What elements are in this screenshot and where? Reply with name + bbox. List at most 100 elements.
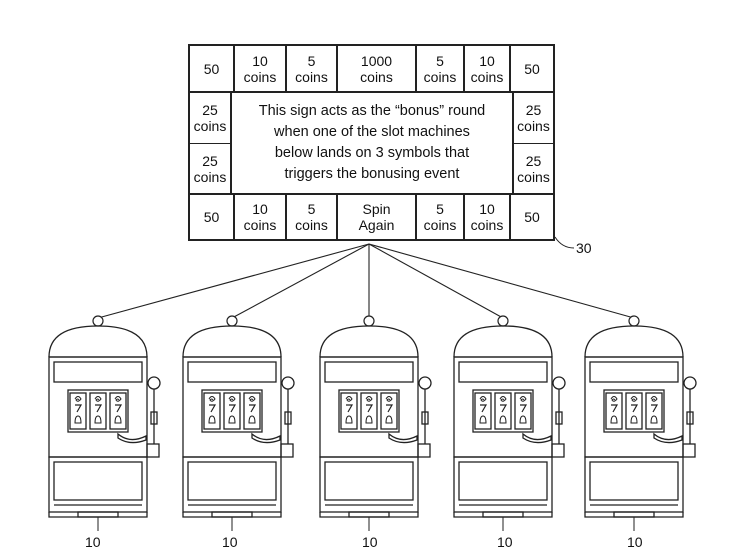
reel xyxy=(89,392,107,430)
coin-tray xyxy=(117,432,147,444)
connection-line xyxy=(368,243,504,319)
reel xyxy=(380,392,398,430)
machine-top-knob xyxy=(226,315,238,327)
machine-side-ledge xyxy=(146,443,160,458)
machine-ref-label-4: 10 xyxy=(497,534,513,550)
lever-knob-icon xyxy=(552,376,566,390)
seven-symbol-icon xyxy=(611,404,619,413)
spiral-symbol-icon xyxy=(519,396,527,402)
sign-cell-bottom-3: 5 coins xyxy=(286,194,337,240)
sign-cell-top-7: 50 xyxy=(510,45,554,92)
machine-plinth xyxy=(584,512,684,518)
bell-symbol-icon xyxy=(94,415,102,424)
reel xyxy=(360,392,378,430)
reel xyxy=(625,392,643,430)
machine-display-window xyxy=(458,361,548,383)
bell-symbol-icon xyxy=(499,415,507,424)
machine-display-window xyxy=(53,361,143,383)
sign-cell-top-1: 50 xyxy=(189,45,234,92)
spiral-symbol-icon xyxy=(94,396,102,402)
machine-side-ledge xyxy=(417,443,431,458)
bonus-message: This sign acts as the “bonus” round when… xyxy=(231,92,513,194)
machine-dome xyxy=(48,325,148,358)
connection-line xyxy=(231,243,370,319)
reel-window xyxy=(201,389,263,433)
spiral-symbol-icon xyxy=(499,396,507,402)
bell-symbol-icon xyxy=(228,415,236,424)
spiral-symbol-icon xyxy=(248,396,256,402)
seven-symbol-icon xyxy=(75,404,83,413)
reel-window xyxy=(67,389,129,433)
spiral-symbol-icon xyxy=(365,396,373,402)
machine-lower-cabinet xyxy=(319,456,419,513)
sign-cell-top-6: 10 coins xyxy=(464,45,510,92)
machine-display-window xyxy=(324,361,414,383)
spiral-symbol-icon xyxy=(630,396,638,402)
bell-symbol-icon xyxy=(479,415,487,424)
bell-symbol-icon xyxy=(610,415,618,424)
machine-dome xyxy=(319,325,419,358)
machine-ref-label-2: 10 xyxy=(222,534,238,550)
reel xyxy=(203,392,221,430)
reel xyxy=(494,392,512,430)
connection-line xyxy=(97,243,370,319)
reel-window xyxy=(603,389,665,433)
reel xyxy=(514,392,532,430)
machine-side-ledge xyxy=(682,443,696,458)
slot-machine xyxy=(319,315,432,531)
reel xyxy=(340,392,358,430)
machine-lower-cabinet xyxy=(584,456,684,513)
connection-line xyxy=(368,243,635,319)
machine-plinth xyxy=(319,512,419,518)
reel-window xyxy=(472,389,534,433)
machine-lower-cabinet xyxy=(453,456,553,513)
seven-symbol-icon xyxy=(500,404,508,413)
machine-ref-label-5: 10 xyxy=(627,534,643,550)
machine-display-window xyxy=(589,361,679,383)
machine-dome xyxy=(182,325,282,358)
machine-foot xyxy=(211,511,253,518)
reel xyxy=(605,392,623,430)
reel xyxy=(69,392,87,430)
machine-ref-label-1: 10 xyxy=(85,534,101,550)
machine-foot xyxy=(613,511,655,518)
bell-symbol-icon xyxy=(208,415,216,424)
seven-symbol-icon xyxy=(249,404,257,413)
spiral-symbol-icon xyxy=(385,396,393,402)
machine-plinth xyxy=(48,512,148,518)
lever-mount xyxy=(284,411,292,425)
seven-symbol-icon xyxy=(651,404,659,413)
lever-mount xyxy=(421,411,429,425)
bell-symbol-icon xyxy=(74,415,82,424)
machine-foot xyxy=(348,511,390,518)
machine-top-knob xyxy=(92,315,104,327)
sign-cell-top-2: 10 coins xyxy=(234,45,286,92)
lever-knob-icon xyxy=(683,376,697,390)
machine-side-ledge xyxy=(551,443,565,458)
lever-mount xyxy=(555,411,563,425)
seven-symbol-icon xyxy=(95,404,103,413)
bell-symbol-icon xyxy=(114,415,122,424)
machine-lower-panel xyxy=(53,461,143,501)
reel xyxy=(109,392,127,430)
sign-cell-bottom-6: 10 coins xyxy=(464,194,510,240)
spiral-symbol-icon xyxy=(208,396,216,402)
sign-cell-left-1: 25 coins xyxy=(189,92,231,144)
spiral-symbol-icon xyxy=(228,396,236,402)
slot-machine xyxy=(453,315,566,531)
machine-lower-panel xyxy=(589,461,679,501)
sign-cell-right-1: 25 coins xyxy=(513,92,554,144)
machine-plinth xyxy=(453,512,553,518)
machine-lower-panel xyxy=(187,461,277,501)
bell-symbol-icon xyxy=(630,415,638,424)
machine-top-knob xyxy=(363,315,375,327)
reel xyxy=(223,392,241,430)
seven-symbol-icon xyxy=(229,404,237,413)
slot-machine xyxy=(584,315,697,531)
coin-tray xyxy=(653,432,683,444)
seven-symbol-icon xyxy=(115,404,123,413)
bell-symbol-icon xyxy=(650,415,658,424)
bonus-sign-board: 50 10 coins 5 coins 1000 coins 5 coins 1… xyxy=(188,44,555,241)
spiral-symbol-icon xyxy=(479,396,487,402)
sign-cell-bottom-1: 50 xyxy=(189,194,234,240)
